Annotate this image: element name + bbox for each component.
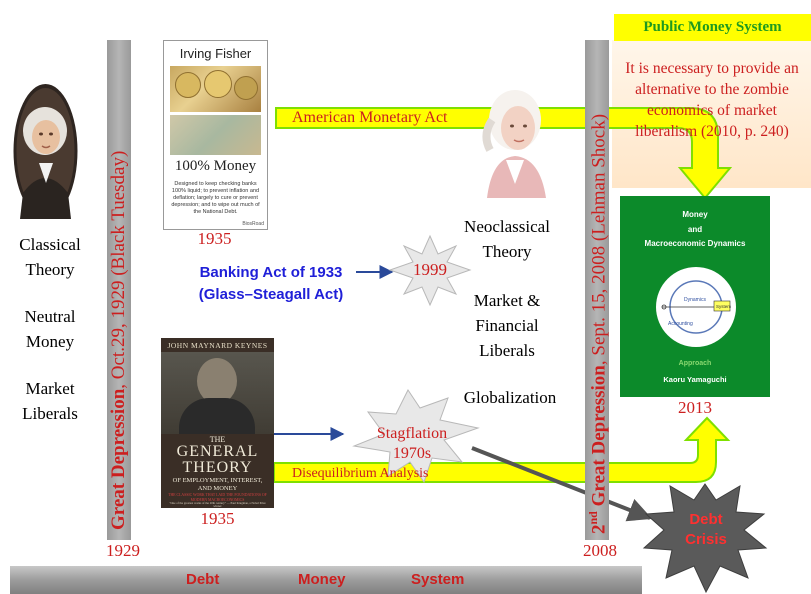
fisher-year: 1935 bbox=[197, 229, 232, 248]
yamaguchi-book-title-2: and bbox=[687, 225, 703, 234]
great-depression-2008-bar bbox=[585, 40, 609, 540]
public-money-quote: It is necessary to provide an alternativ… bbox=[625, 60, 799, 140]
year-2008: 2008 bbox=[583, 541, 617, 560]
bottom-label-money: Money bbox=[298, 571, 346, 588]
keynes-book-title-2: GENERAL bbox=[176, 443, 259, 460]
keynes-book-subtitle: OF EMPLOYMENT, INTEREST, AND MONEY bbox=[172, 477, 263, 492]
keynes-book-title-1: THE bbox=[209, 435, 226, 444]
great-depression-1929-bar bbox=[107, 40, 131, 540]
keynes-book-author: JOHN MAYNARD KEYNES bbox=[167, 341, 268, 350]
keynes-book-cover: JOHN MAYNARD KEYNES THE GENERAL THEORY O… bbox=[161, 338, 274, 508]
fisher-book-coin-image bbox=[170, 66, 261, 112]
classical-theory-label: Classical Theory bbox=[19, 235, 81, 279]
keynes-year: 1935 bbox=[200, 509, 235, 528]
yamaguchi-diagram-accounting: Accounting bbox=[668, 321, 693, 327]
year-1929: 1929 bbox=[106, 541, 140, 560]
keynes-book-title-3: THEORY bbox=[182, 459, 253, 476]
starburst-debt-crisis bbox=[642, 483, 768, 594]
bottom-label-system: System bbox=[411, 571, 465, 588]
starburst-1999-label: 1999 bbox=[413, 260, 447, 279]
neoclassical-theory-label: Neoclassical Theory bbox=[464, 217, 550, 261]
stagflation-line2: 1970s bbox=[392, 445, 432, 462]
yamaguchi-book-diagram: Dynamics System Accounting bbox=[656, 267, 736, 347]
great-depression-2008-label: 2nd Great Depression, Sept. 15, 2008 (Le… bbox=[586, 113, 610, 534]
yamaguchi-diagram-dynamics: Dynamics bbox=[684, 297, 706, 303]
american-monetary-act-label: American Monetary Act bbox=[292, 109, 448, 126]
globalization-label: Globalization bbox=[463, 388, 557, 407]
fisher-book-author: Irving Fisher bbox=[179, 46, 252, 61]
bottom-bar bbox=[10, 566, 642, 594]
yamaguchi-book-cover: Money and Macroeconomic Dynamics Dynamic… bbox=[620, 196, 770, 397]
great-depression-1929-label: Great Depression, Oct.29, 1929 (Black Tu… bbox=[108, 150, 129, 530]
yamaguchi-book-title-1: Money bbox=[682, 210, 708, 219]
fisher-book-blurb: Designed to keep checking banks 100% liq… bbox=[171, 181, 260, 215]
starburst-1999 bbox=[388, 234, 472, 307]
debt-crisis-line2: Crisis bbox=[685, 531, 727, 548]
fisher-book-title: 100% Money bbox=[174, 158, 257, 174]
neoclassical-economist-illustration bbox=[472, 80, 558, 198]
banking-act-label: Banking Act of 1933 (Glass–Steagall Act) bbox=[176, 262, 366, 306]
market-liberals-label: Market Liberals bbox=[22, 379, 78, 423]
yamaguchi-diagram-system: System bbox=[716, 304, 732, 309]
fisher-book-coin-image-2 bbox=[170, 115, 261, 155]
stagflation-line1: Stagflation bbox=[376, 425, 448, 442]
neutral-money-label: Neutral Money bbox=[24, 307, 76, 351]
lower-yellow-arrow bbox=[273, 416, 731, 483]
stagflation-label: Stagflation 1970s bbox=[356, 424, 468, 464]
starburst-stagflation bbox=[352, 389, 480, 484]
adam-smith-portrait bbox=[13, 83, 78, 219]
debt-crisis-label: Debt Crisis bbox=[666, 510, 746, 550]
disequilibrium-analysis-label: Disequilibrium Analysis bbox=[292, 466, 429, 481]
fisher-book-cover: Irving Fisher 100% Money Designed to kee… bbox=[163, 40, 268, 230]
yamaguchi-book-author: Kaoru Yamaguchi bbox=[663, 375, 727, 384]
yamaguchi-book-approach: Approach bbox=[678, 360, 712, 367]
market-financial-liberals-label: Market & Financial Liberals bbox=[473, 291, 541, 360]
banking-act-line2: (Glass–Steagall Act) bbox=[198, 286, 344, 303]
keynes-portrait bbox=[161, 352, 274, 434]
yamaguchi-book-title-3: Macroeconomic Dynamics bbox=[644, 239, 746, 248]
fisher-book-publisher: BiosRoad bbox=[242, 221, 264, 227]
keynes-book-blurb: THE CLASSIC WORK THAT LAID THE FOUNDATIO… bbox=[168, 493, 267, 502]
debt-crisis-line1: Debt bbox=[689, 511, 723, 528]
bottom-label-debt: Debt bbox=[186, 571, 220, 588]
yamaguchi-year: 2013 bbox=[678, 398, 712, 417]
banking-act-line1: Banking Act of 1933 bbox=[199, 264, 343, 281]
public-money-header: Public Money System bbox=[614, 14, 811, 41]
keynes-book-tagline: "One of the greatest works of the 20th c… bbox=[169, 501, 266, 508]
crisis-arrow bbox=[471, 446, 653, 522]
